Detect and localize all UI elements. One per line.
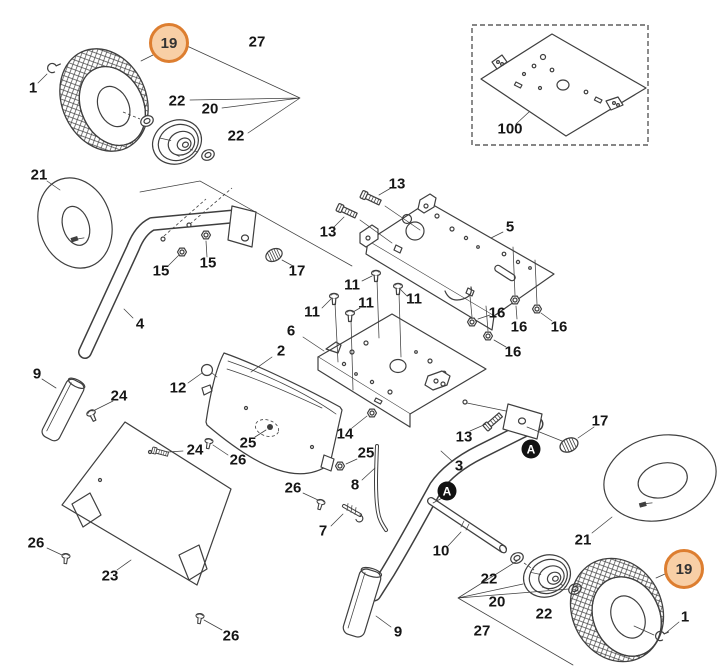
leader-lines <box>37 45 680 666</box>
callout-19-highlighted[interactable]: 19 <box>664 549 704 589</box>
cap-12-tab <box>211 372 218 378</box>
callout-label-11: 11 <box>304 303 320 321</box>
callout-label-1: 1 <box>28 79 38 97</box>
callout-label-11: 11 <box>358 294 374 312</box>
callout-label-1: 1 <box>680 608 690 626</box>
callout-label-20: 20 <box>201 100 219 118</box>
frame-plate-5-drawing <box>359 193 555 331</box>
base-plate-6-drawing <box>317 313 487 428</box>
baseplate-100-drawing <box>480 33 647 137</box>
callout-label-22: 22 <box>535 605 553 623</box>
handle-tube-3-drawing <box>366 403 544 602</box>
callout-label-17: 17 <box>288 262 306 280</box>
axle-10-drawing <box>427 497 507 554</box>
callout-label-26: 26 <box>222 627 240 645</box>
callout-label-21: 21 <box>574 531 592 549</box>
callout-label-4: 4 <box>135 315 145 333</box>
callout-label-11: 11 <box>406 290 422 308</box>
callout-label-5: 5 <box>505 218 515 236</box>
callout-label-9: 9 <box>32 365 42 383</box>
callout-label-22: 22 <box>227 127 245 145</box>
callout-label-23: 23 <box>101 567 119 585</box>
callout-label-25: 25 <box>357 444 375 462</box>
callout-label-26: 26 <box>284 479 302 497</box>
handle-tube-4-drawing <box>78 205 257 359</box>
callout-label-17: 17 <box>591 412 609 430</box>
grip-9-top-left-drawing <box>41 377 86 442</box>
deflector-2-drawing <box>201 352 343 475</box>
callout-label-3: 3 <box>454 457 464 475</box>
callout-19-highlighted[interactable]: 19 <box>149 23 189 63</box>
callout-label-21: 21 <box>30 166 48 184</box>
spring-7-drawing <box>342 503 364 523</box>
rim-20-top-left-drawing <box>151 119 203 165</box>
callout-label-10: 10 <box>432 542 450 560</box>
callout-label-26: 26 <box>229 451 247 469</box>
callout-label-13: 13 <box>388 175 406 193</box>
callout-label-27: 27 <box>473 622 491 640</box>
callout-label-16: 16 <box>510 318 528 336</box>
callout-label-100: 100 <box>497 120 523 138</box>
callout-label-24: 24 <box>110 387 128 405</box>
callout-label-15: 15 <box>152 262 170 280</box>
callout-label-24: 24 <box>186 441 204 459</box>
callout-label-9: 9 <box>393 623 403 641</box>
rim-20-bottom-drawing <box>522 554 572 598</box>
callout-label-13: 13 <box>319 223 337 241</box>
grip-9-bottom-drawing <box>342 566 383 638</box>
callout-label-6: 6 <box>286 322 296 340</box>
callout-label-25: 25 <box>239 434 257 452</box>
callout-label-16: 16 <box>488 304 506 322</box>
wheel-tire-top-left-drawing <box>59 48 149 152</box>
variant-badge-a: A <box>437 481 457 501</box>
callout-label-16: 16 <box>504 343 522 361</box>
cap-12-drawing <box>200 363 214 377</box>
callout-label-26: 26 <box>27 534 45 552</box>
variant-badge-a: A <box>521 439 541 459</box>
service-kit-dashed-box <box>471 24 649 146</box>
callout-label-20: 20 <box>488 593 506 611</box>
callout-label-14: 14 <box>336 425 354 443</box>
callout-label-22: 22 <box>168 92 186 110</box>
callout-label-7: 7 <box>318 522 328 540</box>
inner-tube-21-left-drawing <box>37 177 113 269</box>
callout-label-13: 13 <box>455 428 473 446</box>
callout-label-11: 11 <box>344 276 360 294</box>
strip-8-drawing <box>374 444 388 532</box>
inner-tube-21-right-drawing <box>603 434 717 522</box>
callout-label-8: 8 <box>350 476 360 494</box>
callout-label-2: 2 <box>276 342 286 360</box>
callout-label-22: 22 <box>480 570 498 588</box>
callout-label-16: 16 <box>550 318 568 336</box>
callout-label-12: 12 <box>169 379 187 397</box>
callout-label-27: 27 <box>248 33 266 51</box>
callout-label-15: 15 <box>199 254 217 272</box>
